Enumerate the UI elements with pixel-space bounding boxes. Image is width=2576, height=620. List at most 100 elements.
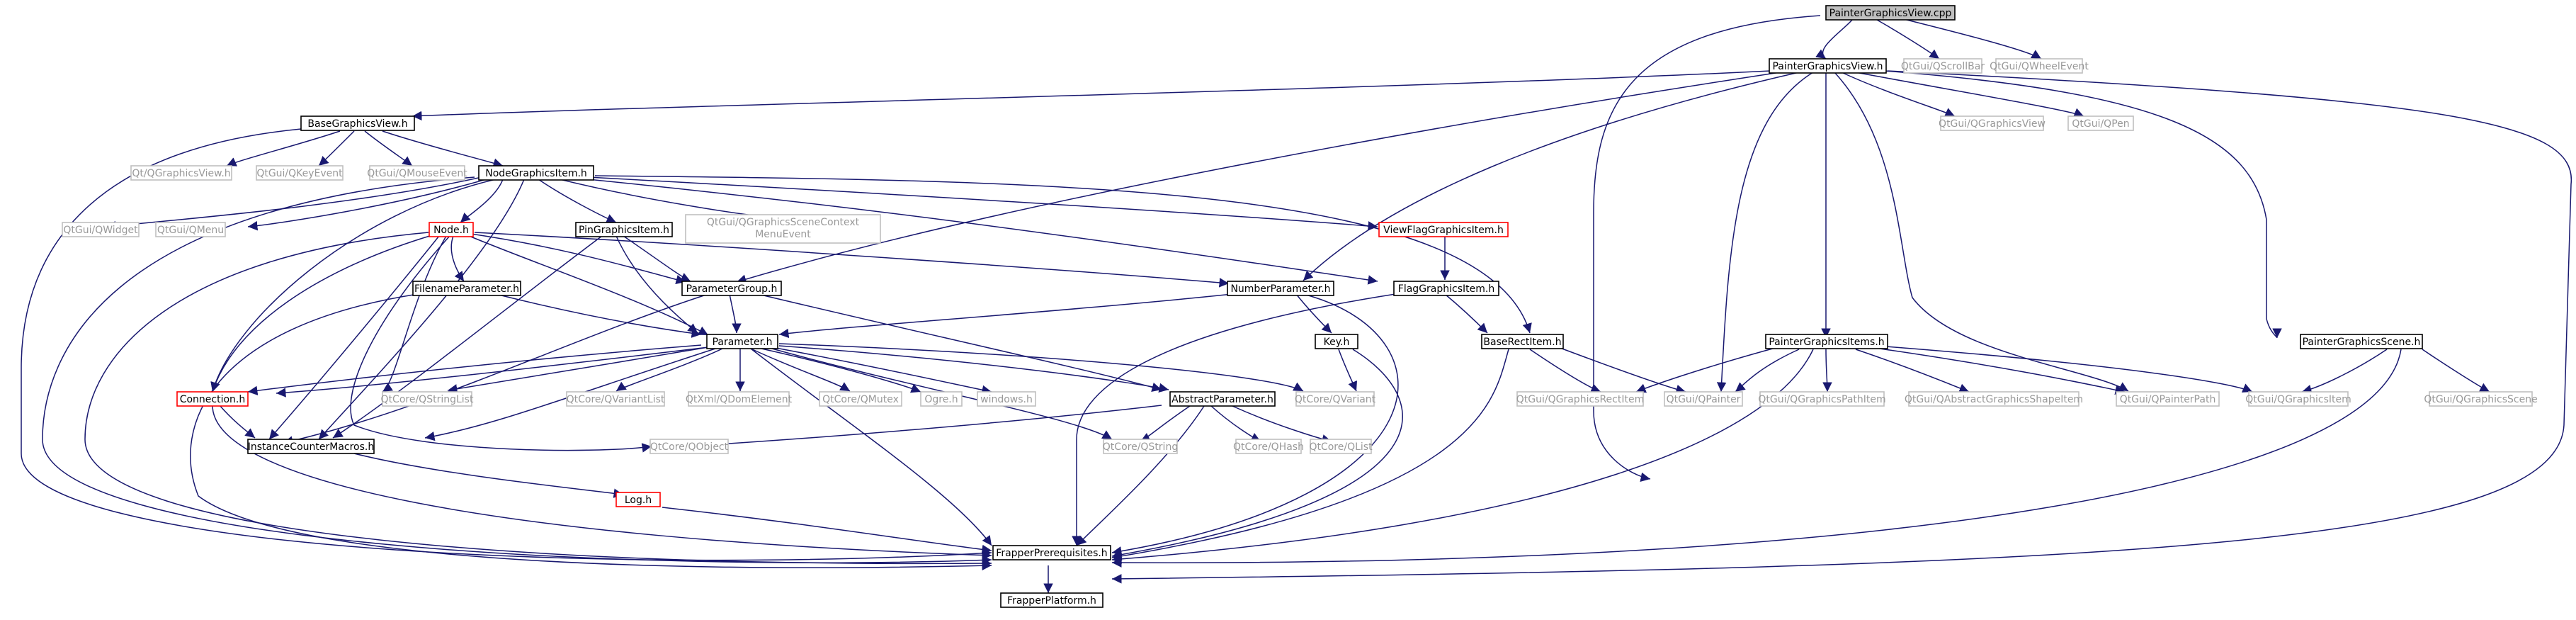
node-qwidget: QtGui/QWidget — [62, 222, 140, 237]
node-painter-graphics-scene-h[interactable]: PainterGraphicsScene.h — [2300, 334, 2423, 349]
node-qmenu: QtGui/QMenu — [155, 222, 226, 237]
node-qgraphicspathitem: QtGui/QGraphicsPathItem — [1758, 391, 1886, 407]
node-instance-counter-macros-h[interactable]: InstanceCounterMacros.h — [247, 439, 375, 454]
node-label: QtGui/QGraphicsView — [1939, 118, 2046, 130]
node-frapper-platform-h[interactable]: FrapperPlatform.h — [1000, 592, 1103, 608]
node-filename-parameter-h[interactable]: FilenameParameter.h — [412, 281, 521, 296]
node-parameter-group-h[interactable]: ParameterGroup.h — [681, 281, 782, 296]
node-label: ParameterGroup.h — [686, 283, 778, 295]
edge — [1529, 349, 1601, 393]
node-painter-graphics-items-h[interactable]: PainterGraphicsItems.h — [1765, 334, 1888, 349]
node-label: Key.h — [1324, 337, 1350, 348]
node-box — [1903, 58, 1982, 74]
edge — [318, 179, 525, 440]
edge — [708, 405, 1162, 449]
node-label: QtCore/QList — [1309, 441, 1373, 453]
node-box — [1315, 334, 1358, 349]
node-label: Parameter.h — [713, 337, 773, 348]
edge — [2422, 349, 2490, 393]
node-label: PainterGraphicsView.h — [1772, 61, 1883, 72]
node-box — [1393, 281, 1499, 296]
node-key-h[interactable]: Key.h — [1315, 334, 1358, 349]
node-label: QtGui/QPainter — [1667, 394, 1741, 405]
edge — [212, 405, 992, 560]
node-qwheelevent: QtGui/QWheelEvent — [1990, 58, 2089, 74]
node-box — [1103, 439, 1178, 454]
edge — [750, 348, 992, 546]
node-label: QtGui/QGraphicsPathItem — [1758, 394, 1885, 405]
node-qstring: QtCore/QString — [1103, 439, 1178, 454]
edge — [21, 128, 992, 561]
node-qobject: QtCore/QObject — [649, 439, 729, 454]
node-base-rect-item-h[interactable]: BaseRectItem.h — [1481, 334, 1564, 349]
node-number-parameter-h[interactable]: NumberParameter.h — [1227, 281, 1334, 296]
node-box — [1000, 592, 1103, 608]
node-ogre-h: Ogre.h — [920, 391, 963, 407]
node-connection-h[interactable]: Connection.h — [176, 391, 249, 407]
edge — [757, 293, 1162, 392]
node-qgraphicsrectitem: QtGui/QGraphicsRectItem — [1516, 391, 1644, 407]
node-label: QtGui/QPainterPath — [2120, 394, 2216, 405]
node-qvariant: QtCore/QVariant — [1295, 391, 1376, 407]
node-label: PainterGraphicsScene.h — [2303, 337, 2421, 348]
node-node-h[interactable]: Node.h — [429, 222, 474, 237]
edge — [623, 235, 691, 282]
node-base-graphics-view-h[interactable]: BaseGraphicsView.h — [300, 115, 415, 131]
node-box — [681, 281, 782, 296]
node-box — [1908, 391, 2079, 407]
node-box — [2116, 391, 2220, 407]
node-pin-graphics-item-h[interactable]: PinGraphicsItem.h — [575, 222, 673, 237]
node-label: NumberParameter.h — [1230, 283, 1330, 295]
node-box — [1227, 281, 1334, 296]
node-log-h[interactable]: Log.h — [615, 492, 661, 507]
node-box — [1940, 115, 2044, 131]
edge — [1883, 70, 2282, 339]
node-box — [1825, 5, 1956, 21]
node-painter-graphics-view-h[interactable]: PainterGraphicsView.h — [1769, 58, 1887, 74]
dependency-edges — [21, 15, 2572, 593]
node-box — [300, 115, 415, 131]
node-parameter-h[interactable]: Parameter.h — [706, 334, 778, 349]
node-box — [478, 165, 594, 181]
node-box — [1169, 391, 1276, 407]
node-box — [1516, 391, 1644, 407]
node-label: PinGraphicsItem.h — [579, 225, 669, 236]
edge — [1111, 349, 1403, 560]
edge — [382, 235, 447, 393]
node-label: PainterGraphicsView.cpp — [1829, 8, 1952, 19]
edge — [495, 293, 702, 338]
node-node-graphics-item-h[interactable]: NodeGraphicsItem.h — [478, 165, 594, 181]
node-box — [429, 222, 474, 237]
edge — [1111, 293, 1399, 556]
node-windows-h: windows.h — [977, 391, 1036, 407]
node-box — [2067, 115, 2134, 131]
node-view-flag-graphics-item-h[interactable]: ViewFlagGraphicsItem.h — [1378, 222, 1509, 237]
node-label: AbstractParameter.h — [1171, 394, 1273, 405]
edge — [1557, 346, 1686, 395]
edge — [1076, 405, 1205, 546]
edge — [364, 130, 413, 167]
node-box — [977, 391, 1036, 407]
node-box — [688, 391, 790, 407]
edge — [318, 130, 355, 167]
dependency-nodes: PainterGraphicsView.cppPainterGraphicsVi… — [62, 5, 2538, 608]
node-box — [256, 165, 344, 181]
edge — [736, 71, 1786, 284]
node-abstract-parameter-h[interactable]: AbstractParameter.h — [1169, 391, 1276, 407]
node-flag-graphics-item-h[interactable]: FlagGraphicsItem.h — [1393, 281, 1499, 296]
node-box — [1481, 334, 1564, 349]
node-box — [920, 391, 963, 407]
node-label: Ogre.h — [924, 394, 958, 405]
node-box — [1295, 391, 1375, 407]
node-frapper-prerequisites-h[interactable]: FrapperPrerequisites.h — [992, 545, 1111, 560]
node-box — [1310, 439, 1372, 454]
edge — [1232, 405, 1332, 444]
node-label: Connection.h — [180, 394, 246, 405]
node-box — [382, 391, 472, 407]
edge — [761, 348, 921, 393]
edge — [594, 175, 1532, 334]
node-label: FilenameParameter.h — [414, 283, 519, 295]
node-label: QtXml/QDomElement — [686, 394, 793, 405]
node-label: QtGui/QPen — [2072, 118, 2129, 130]
node-qgraphicsview-h: Qt/QGraphicsView.h — [130, 165, 232, 181]
